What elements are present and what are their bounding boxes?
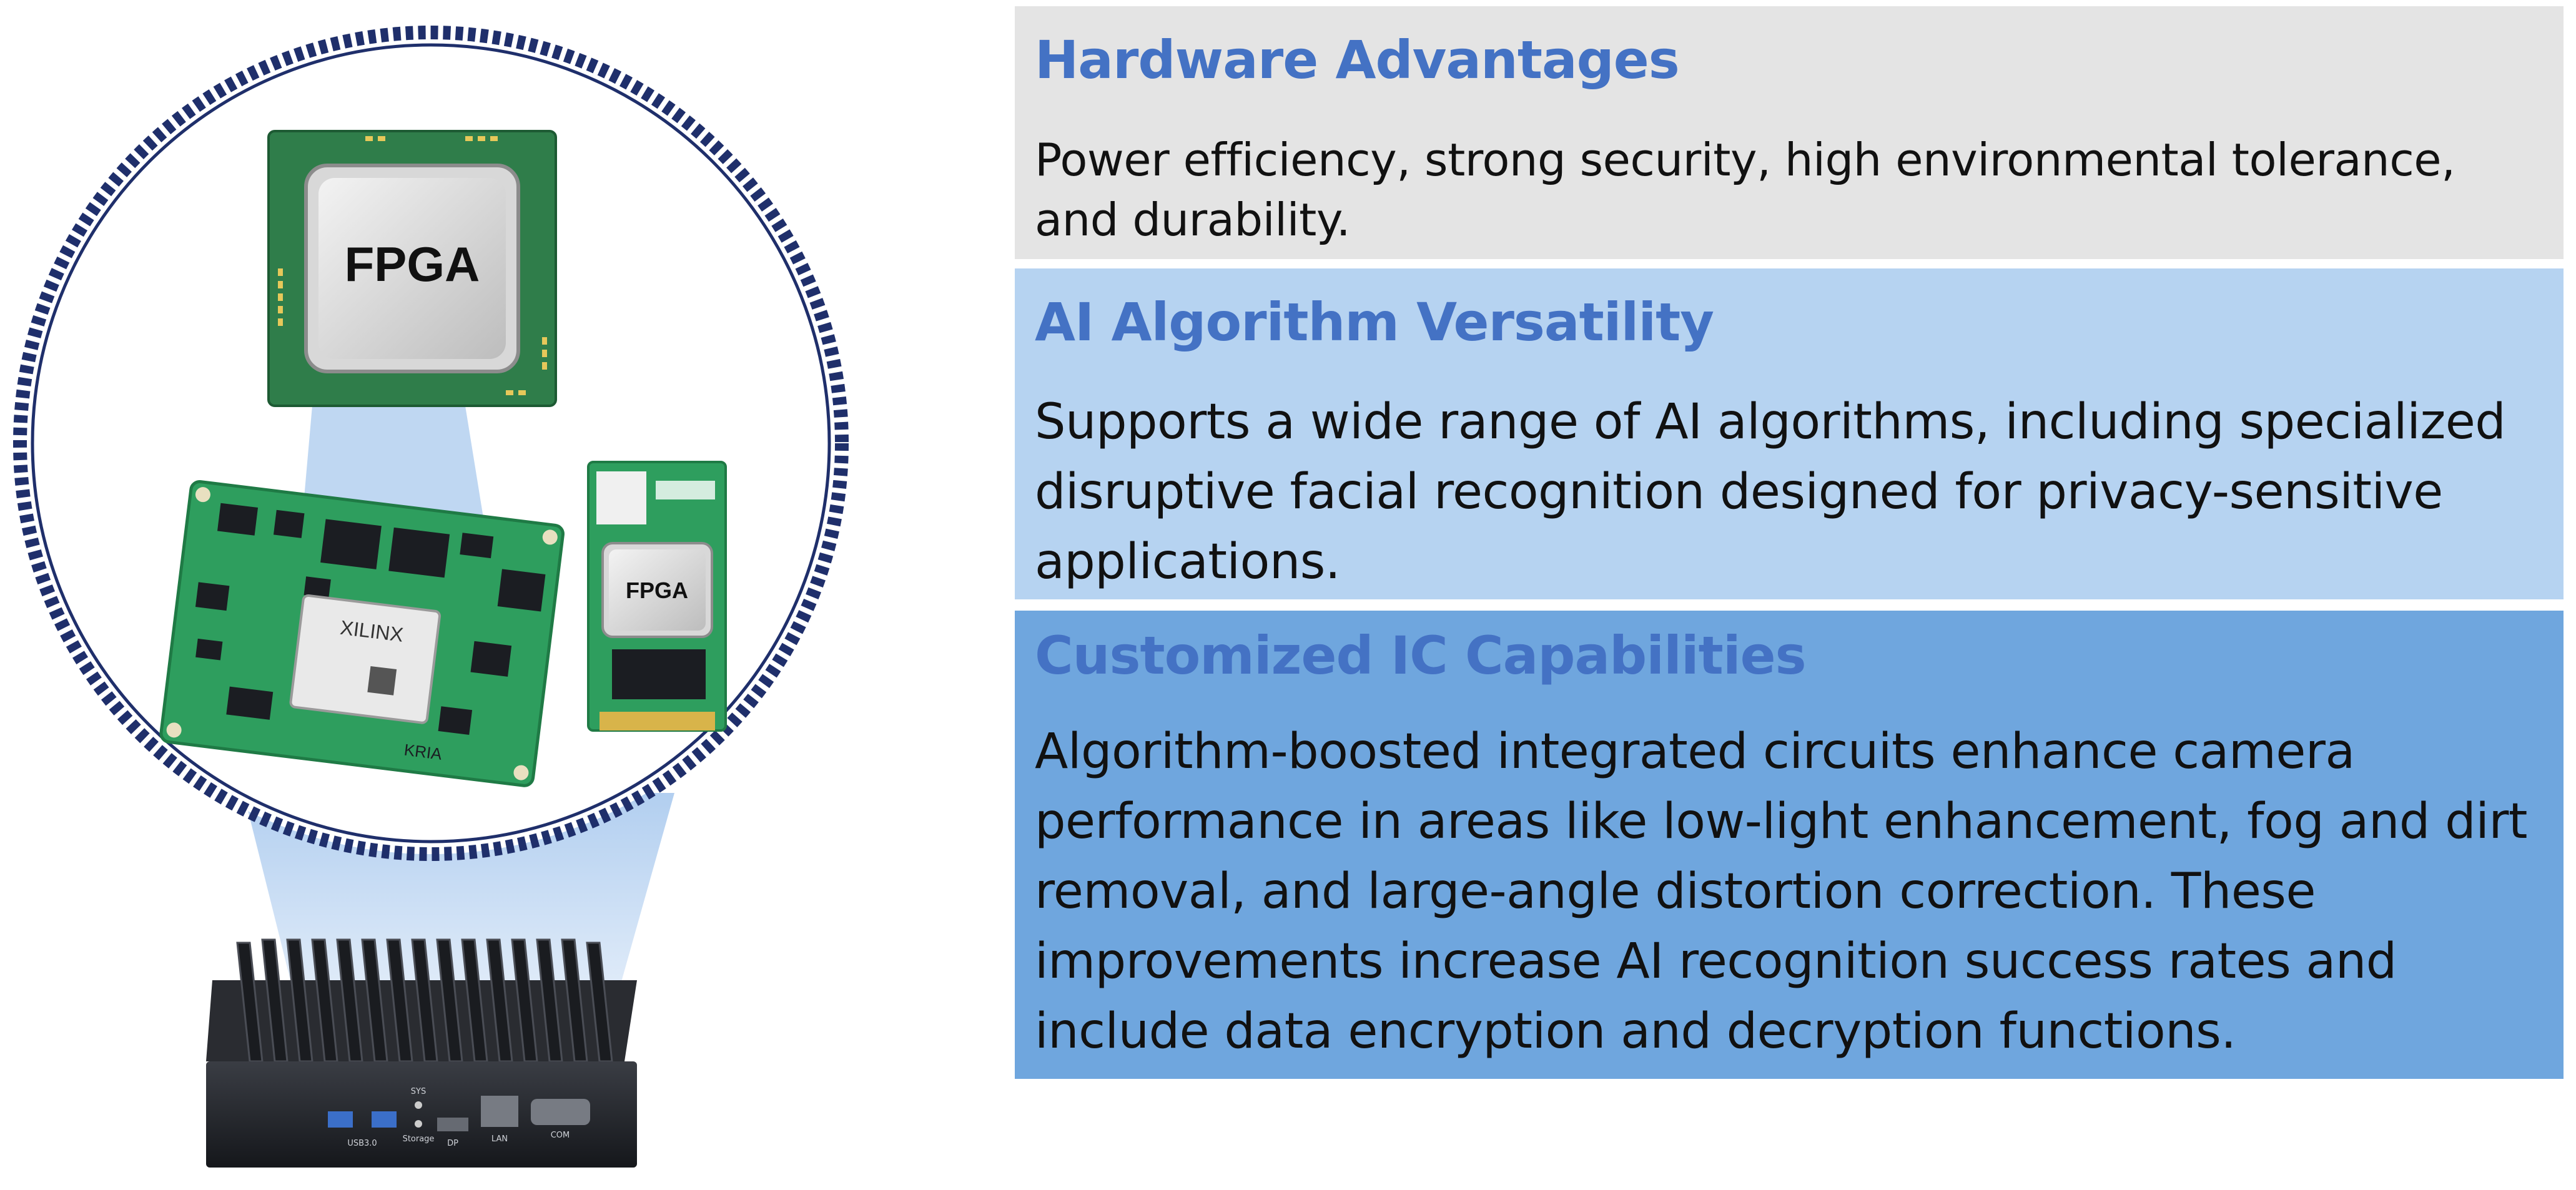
port-label-usb: USB3.0 (347, 1139, 377, 1148)
som-series-label: KRIA (403, 740, 443, 764)
panel-body: Algorithm-boosted integrated circuits en… (1035, 724, 2528, 1060)
panel-ai-algorithm-versatility: AI Algorithm Versatility Supports a wide… (1015, 268, 2564, 599)
fpga-chip-label: FPGA (345, 237, 480, 292)
port-label-dp: DP (447, 1139, 458, 1148)
port-label-sys: SYS (411, 1087, 426, 1096)
panel-title: Customized IC Capabilities (1035, 625, 1807, 686)
panel-body: Power efficiency, strong security, high … (1035, 134, 2455, 246)
kria-som-board: XILINX KRIA (159, 479, 565, 787)
fanless-box-pc: USB3.0 SYS Storage DP LAN COM (206, 938, 637, 1168)
fpga-chip: FPGA (267, 130, 557, 407)
panel-customized-ic-capabilities: Customized IC Capabilities Algorithm-boo… (1015, 611, 2564, 1079)
port-label-storage: Storage (403, 1134, 435, 1144)
hardware-illustration: FPGA XILINX KRIA (13, 26, 849, 1168)
panel-body: Supports a wide range of AI algorithms, … (1035, 394, 2506, 590)
panel-title: Hardware Advantages (1035, 29, 1680, 91)
m2-fpga-card: FPGA (587, 461, 727, 732)
panel-hardware-advantages: Hardware Advantages Power efficiency, st… (1015, 6, 2564, 259)
port-label-lan: LAN (491, 1134, 508, 1144)
port-label-com: COM (551, 1131, 570, 1140)
panel-title: AI Algorithm Versatility (1035, 292, 1714, 353)
m2-card-label: FPGA (626, 578, 688, 603)
